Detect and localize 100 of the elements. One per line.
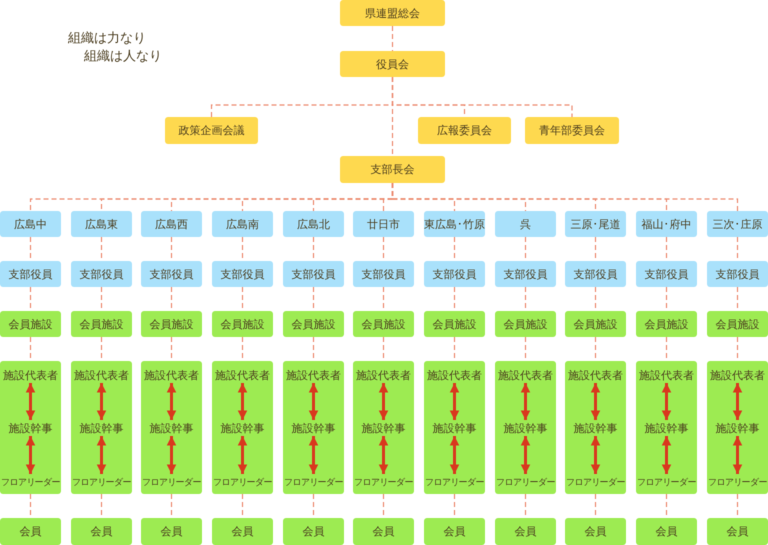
officer-box: 支部役員 bbox=[495, 261, 556, 287]
connector-line bbox=[242, 494, 244, 518]
connector-line bbox=[30, 494, 32, 518]
connector-line bbox=[594, 337, 596, 361]
connector-line bbox=[666, 337, 668, 361]
council-box: 県連盟総会 bbox=[340, 0, 445, 26]
double-arrow bbox=[166, 436, 176, 474]
role-label: 施設幹事 bbox=[424, 420, 485, 436]
connector-line bbox=[312, 337, 314, 361]
role-label: フロアリーダー bbox=[495, 474, 556, 490]
double-arrow bbox=[308, 383, 318, 420]
member-box: 会員 bbox=[565, 518, 626, 545]
double-arrow bbox=[450, 383, 460, 420]
role-label: 施設代表者 bbox=[636, 367, 697, 383]
role-label: 施設代表者 bbox=[71, 367, 132, 383]
branch-box: 廿日市 bbox=[353, 211, 414, 237]
role-label: フロアリーダー bbox=[212, 474, 273, 490]
branch-box: 広島中 bbox=[0, 211, 61, 237]
connector-line bbox=[392, 26, 394, 51]
branch-box: 広島南 bbox=[212, 211, 273, 237]
officer-box: 支部役員 bbox=[707, 261, 768, 287]
role-label: 施設代表者 bbox=[283, 367, 344, 383]
facility-roles-box bbox=[424, 361, 485, 494]
facility-roles-box bbox=[71, 361, 132, 494]
role-label: 施設幹事 bbox=[565, 420, 626, 436]
facility-box: 会員施設 bbox=[353, 311, 414, 337]
connector-line bbox=[666, 494, 668, 518]
officer-box: 支部役員 bbox=[353, 261, 414, 287]
committee-box: 青年部委員会 bbox=[525, 117, 619, 144]
double-arrow bbox=[308, 436, 318, 474]
officer-box: 支部役員 bbox=[565, 261, 626, 287]
officer-box: 支部役員 bbox=[141, 261, 202, 287]
connector-line bbox=[392, 183, 738, 211]
officer-box: 支部役員 bbox=[283, 261, 344, 287]
role-label: 施設代表者 bbox=[495, 367, 556, 383]
connector-line bbox=[594, 287, 596, 311]
role-label: 施設幹事 bbox=[353, 420, 414, 436]
double-arrow bbox=[26, 436, 36, 474]
role-label: 施設代表者 bbox=[424, 367, 485, 383]
facility-roles-box bbox=[636, 361, 697, 494]
double-arrow bbox=[590, 436, 600, 474]
connector-line bbox=[100, 237, 102, 261]
connector-line bbox=[524, 237, 526, 261]
connector-line bbox=[524, 494, 526, 518]
branch-box: 三原･尾道 bbox=[565, 211, 626, 237]
connector-line bbox=[170, 237, 172, 261]
role-label: 施設幹事 bbox=[283, 420, 344, 436]
motto-text: 組織は力なり bbox=[68, 30, 146, 47]
member-box: 会員 bbox=[141, 518, 202, 545]
connector-line bbox=[312, 237, 314, 261]
role-label: 施設幹事 bbox=[636, 420, 697, 436]
connector-line bbox=[30, 337, 32, 361]
facility-roles-box bbox=[141, 361, 202, 494]
role-label: 施設幹事 bbox=[212, 420, 273, 436]
connector-line bbox=[170, 337, 172, 361]
connector-line bbox=[382, 494, 384, 518]
facility-roles-box bbox=[495, 361, 556, 494]
double-arrow bbox=[520, 436, 530, 474]
connector-line bbox=[454, 494, 456, 518]
role-label: フロアリーダー bbox=[424, 474, 485, 490]
connector-line bbox=[524, 287, 526, 311]
facility-roles-box bbox=[707, 361, 768, 494]
double-arrow bbox=[166, 383, 176, 420]
branch-box: 広島西 bbox=[141, 211, 202, 237]
connector-line bbox=[100, 337, 102, 361]
double-arrow bbox=[96, 436, 106, 474]
connector-line bbox=[454, 237, 456, 261]
member-box: 会員 bbox=[424, 518, 485, 545]
connector-line bbox=[594, 237, 596, 261]
connector-line bbox=[736, 494, 738, 518]
role-label: 施設代表者 bbox=[141, 367, 202, 383]
double-arrow bbox=[96, 383, 106, 420]
double-arrow bbox=[238, 383, 248, 420]
connector-line bbox=[524, 337, 526, 361]
committee-box: 政策企画会議 bbox=[165, 117, 258, 144]
member-box: 会員 bbox=[495, 518, 556, 545]
connector-line bbox=[30, 237, 32, 261]
role-label: 施設幹事 bbox=[495, 420, 556, 436]
member-box: 会員 bbox=[212, 518, 273, 545]
facility-roles-box bbox=[0, 361, 61, 494]
facility-box: 会員施設 bbox=[424, 311, 485, 337]
role-label: フロアリーダー bbox=[636, 474, 697, 490]
role-label: 施設代表者 bbox=[353, 367, 414, 383]
facility-box: 会員施設 bbox=[636, 311, 697, 337]
role-label: 施設代表者 bbox=[212, 367, 273, 383]
double-arrow bbox=[520, 383, 530, 420]
role-label: 施設代表者 bbox=[0, 367, 61, 383]
role-label: 施設幹事 bbox=[71, 420, 132, 436]
facility-roles-box bbox=[212, 361, 273, 494]
officer-box: 支部役員 bbox=[0, 261, 61, 287]
branch-box: 呉 bbox=[495, 211, 556, 237]
branch-box: 福山･府中 bbox=[636, 211, 697, 237]
council-box: 支部長会 bbox=[340, 156, 445, 183]
connector-line bbox=[454, 287, 456, 311]
role-label: フロアリーダー bbox=[71, 474, 132, 490]
role-label: フロアリーダー bbox=[707, 474, 768, 490]
connector-line bbox=[100, 494, 102, 518]
double-arrow bbox=[662, 383, 672, 420]
double-arrow bbox=[238, 436, 248, 474]
facility-box: 会員施設 bbox=[565, 311, 626, 337]
